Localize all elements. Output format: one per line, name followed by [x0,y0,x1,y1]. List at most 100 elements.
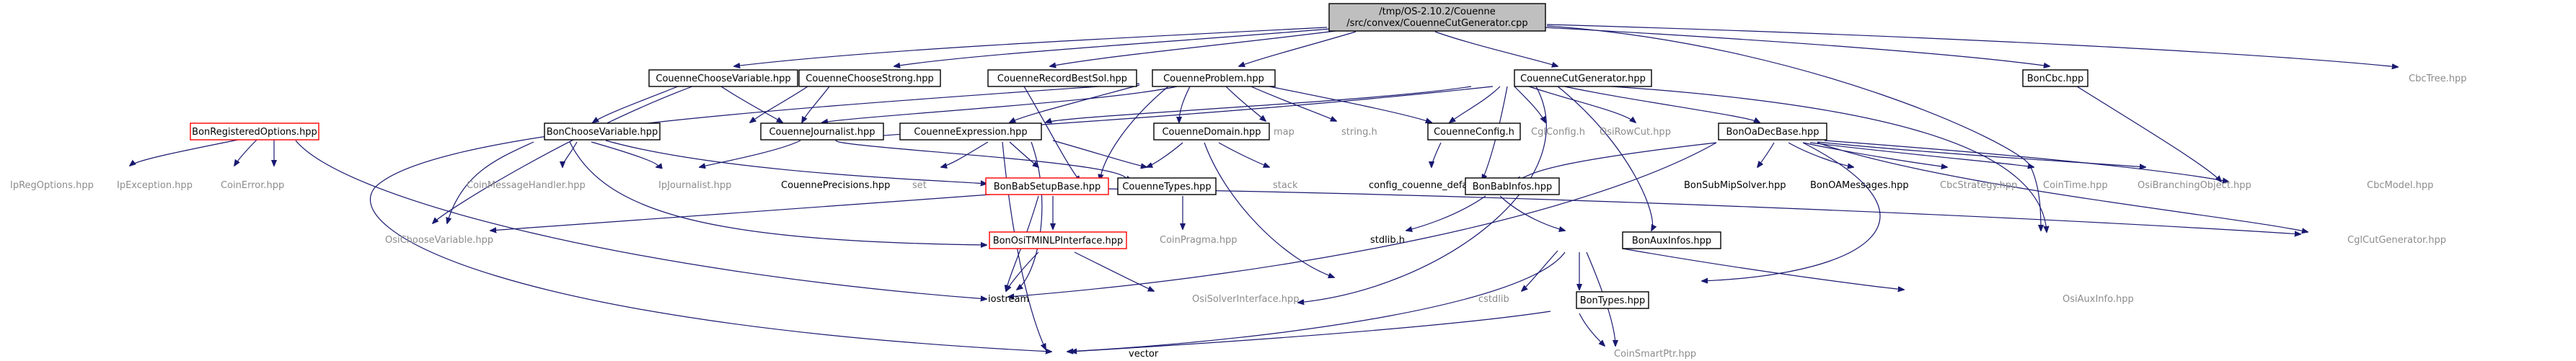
node-coin-message-handler[interactable]: CoinMessageHandler.hpp [467,180,586,191]
svg-text:CouenneRecordBestSol.hpp: CouenneRecordBestSol.hpp [997,73,1127,84]
svg-text:CouenneConfig.h: CouenneConfig.h [1434,127,1514,138]
svg-text:vector: vector [1129,349,1159,360]
node-cbc-tree[interactable]: CbcTree.hpp [2409,73,2466,84]
svg-text:BonBabInfos.hpp: BonBabInfos.hpp [1473,182,1553,192]
svg-text:string.h: string.h [1341,127,1377,138]
svg-text:stack: stack [1273,180,1298,191]
svg-text:BonOaDecBase.hpp: BonOaDecBase.hpp [1726,127,1819,138]
node-couenne-config[interactable]: CouenneConfig.h [1427,122,1521,141]
node-bon-registered-options[interactable]: BonRegisteredOptions.hpp [190,122,319,141]
svg-text:CoinPragma.hpp: CoinPragma.hpp [1160,235,1238,246]
edges [130,24,2398,352]
svg-text:config_couenne_default.h: config_couenne_default.h [1369,180,1489,191]
node-osi-branching-object[interactable]: OsiBranchingObject.hpp [2138,180,2251,191]
nodes: /tmp/OS-2.10.2/Couenne /src/convex/Couen… [10,3,2466,360]
node-bon-cbc[interactable]: BonCbc.hpp [2022,69,2088,87]
svg-text:CouenneProblem.hpp: CouenneProblem.hpp [1163,73,1264,84]
node-map[interactable]: map [1274,127,1294,138]
node-osi-choose-variable[interactable]: OsiChooseVariable.hpp [385,235,493,246]
node-couenne-cut-generator[interactable]: CouenneCutGenerator.hpp [1514,69,1652,87]
svg-text:OsiRowCut.hpp: OsiRowCut.hpp [1600,127,1671,138]
node-couenne-journalist[interactable]: CouenneJournalist.hpp [760,122,884,141]
node-bon-bab-infos[interactable]: BonBabInfos.hpp [1465,177,1560,195]
svg-text:OsiSolverInterface.hpp: OsiSolverInterface.hpp [1192,294,1300,305]
svg-text:BonAuxInfos.hpp: BonAuxInfos.hpp [1632,236,1711,246]
svg-text:OsiAuxInfo.hpp: OsiAuxInfo.hpp [2063,294,2134,305]
node-bon-types[interactable]: BonTypes.hpp [1576,291,1649,309]
svg-text:OsiChooseVariable.hpp: OsiChooseVariable.hpp [385,235,493,246]
node-couenne-precisions[interactable]: CouennePrecisions.hpp [781,180,890,191]
node-bon-osi-tminlp-interface[interactable]: BonOsiTMINLPInterface.hpp [989,231,1127,249]
node-couenne-problem[interactable]: CouenneProblem.hpp [1152,69,1276,87]
node-root-file[interactable]: /tmp/OS-2.10.2/Couenne /src/convex/Couen… [1328,3,1546,32]
svg-text:iostream: iostream [988,294,1029,305]
node-bon-choose-variable[interactable]: BonChooseVariable.hpp [544,122,661,141]
svg-text:BonBabSetupBase.hpp: BonBabSetupBase.hpp [994,182,1101,192]
svg-text:CbcTree.hpp: CbcTree.hpp [2409,73,2466,84]
node-config-couenne-default[interactable]: config_couenne_default.h [1369,180,1489,191]
svg-text:IpException.hpp: IpException.hpp [117,180,193,191]
svg-text:OsiBranchingObject.hpp: OsiBranchingObject.hpp [2138,180,2251,191]
node-set[interactable]: set [912,180,927,191]
node-cgl-cut-generator[interactable]: CglCutGenerator.hpp [2347,235,2446,246]
svg-text:BonRegisteredOptions.hpp: BonRegisteredOptions.hpp [192,127,317,138]
node-cbc-model[interactable]: CbcModel.hpp [2367,180,2433,191]
node-osi-row-cut[interactable]: OsiRowCut.hpp [1600,127,1671,138]
node-cstdlib[interactable]: cstdlib [1478,294,1509,305]
svg-text:CoinSmartPtr.hpp: CoinSmartPtr.hpp [1614,349,1696,360]
node-bon-bab-setup-base[interactable]: BonBabSetupBase.hpp [985,177,1109,195]
svg-text:BonChooseVariable.hpp: BonChooseVariable.hpp [547,127,658,138]
svg-text:CouenneChooseStrong.hpp: CouenneChooseStrong.hpp [806,73,933,84]
svg-text:CouenneChooseVariable.hpp: CouenneChooseVariable.hpp [656,73,790,84]
node-coin-smart-ptr[interactable]: CoinSmartPtr.hpp [1614,349,1696,360]
node-couenne-choose-strong[interactable]: CouenneChooseStrong.hpp [798,69,941,87]
node-stack[interactable]: stack [1273,180,1298,191]
node-string-h[interactable]: string.h [1341,127,1377,138]
svg-text:BonCbc.hpp: BonCbc.hpp [2027,73,2083,84]
node-bon-oa-dec-base[interactable]: BonOaDecBase.hpp [1718,122,1827,141]
node-bon-aux-infos[interactable]: BonAuxInfos.hpp [1622,231,1721,249]
node-ip-exception[interactable]: IpException.hpp [117,180,193,191]
node-couenne-domain[interactable]: CouenneDomain.hpp [1153,122,1270,141]
svg-text:CglCutGenerator.hpp: CglCutGenerator.hpp [2347,235,2446,246]
svg-text:BonOAMessages.hpp: BonOAMessages.hpp [1810,180,1909,191]
svg-text:CouennePrecisions.hpp: CouennePrecisions.hpp [781,180,890,191]
svg-text:CouenneJournalist.hpp: CouenneJournalist.hpp [769,127,875,138]
svg-text:BonSubMipSolver.hpp: BonSubMipSolver.hpp [1684,180,1786,191]
node-couenne-types[interactable]: CouenneTypes.hpp [1117,177,1217,195]
node-bon-oa-messages[interactable]: BonOAMessages.hpp [1810,180,1909,191]
node-bon-sub-mip-solver[interactable]: BonSubMipSolver.hpp [1684,180,1786,191]
node-vector[interactable]: vector [1129,349,1159,360]
node-ip-reg-options[interactable]: IpRegOptions.hpp [10,180,94,191]
node-couenne-record-best-sol[interactable]: CouenneRecordBestSol.hpp [987,69,1137,87]
node-stdlib-h[interactable]: stdlib.h [1370,235,1405,246]
svg-text:IpJournalist.hpp: IpJournalist.hpp [658,180,731,191]
svg-text:CouenneDomain.hpp: CouenneDomain.hpp [1162,127,1261,138]
root-path-line1: /tmp/OS-2.10.2/Couenne [1379,6,1495,17]
svg-text:BonOsiTMINLPInterface.hpp: BonOsiTMINLPInterface.hpp [993,236,1124,246]
node-coin-error[interactable]: CoinError.hpp [221,180,284,191]
node-iostream[interactable]: iostream [988,294,1029,305]
svg-text:IpRegOptions.hpp: IpRegOptions.hpp [10,180,94,191]
svg-text:CoinMessageHandler.hpp: CoinMessageHandler.hpp [467,180,586,191]
node-osi-solver-interface[interactable]: OsiSolverInterface.hpp [1192,294,1300,305]
svg-text:CouenneExpression.hpp: CouenneExpression.hpp [914,127,1027,138]
root-path-line2: /src/convex/CouenneCutGenerator.cpp [1346,18,1527,29]
node-osi-aux-info[interactable]: OsiAuxInfo.hpp [2063,294,2134,305]
node-ip-journalist[interactable]: IpJournalist.hpp [658,180,731,191]
svg-text:CoinError.hpp: CoinError.hpp [221,180,284,191]
node-couenne-choose-variable[interactable]: CouenneChooseVariable.hpp [648,69,798,87]
node-couenne-expression[interactable]: CouenneExpression.hpp [899,122,1042,141]
node-coin-pragma[interactable]: CoinPragma.hpp [1160,235,1238,246]
node-cgl-config[interactable]: CglConfig.h [1531,127,1585,138]
node-cbc-strategy[interactable]: CbcStrategy.hpp [1940,180,2017,191]
svg-text:CglConfig.h: CglConfig.h [1531,127,1585,138]
node-coin-time[interactable]: CoinTime.hpp [2043,180,2108,191]
svg-text:map: map [1274,127,1294,138]
svg-text:CouenneTypes.hpp: CouenneTypes.hpp [1122,182,1211,192]
svg-text:cstdlib: cstdlib [1478,294,1509,305]
svg-text:CouenneCutGenerator.hpp: CouenneCutGenerator.hpp [1520,73,1646,84]
svg-text:stdlib.h: stdlib.h [1370,235,1405,246]
svg-text:CbcModel.hpp: CbcModel.hpp [2367,180,2433,191]
